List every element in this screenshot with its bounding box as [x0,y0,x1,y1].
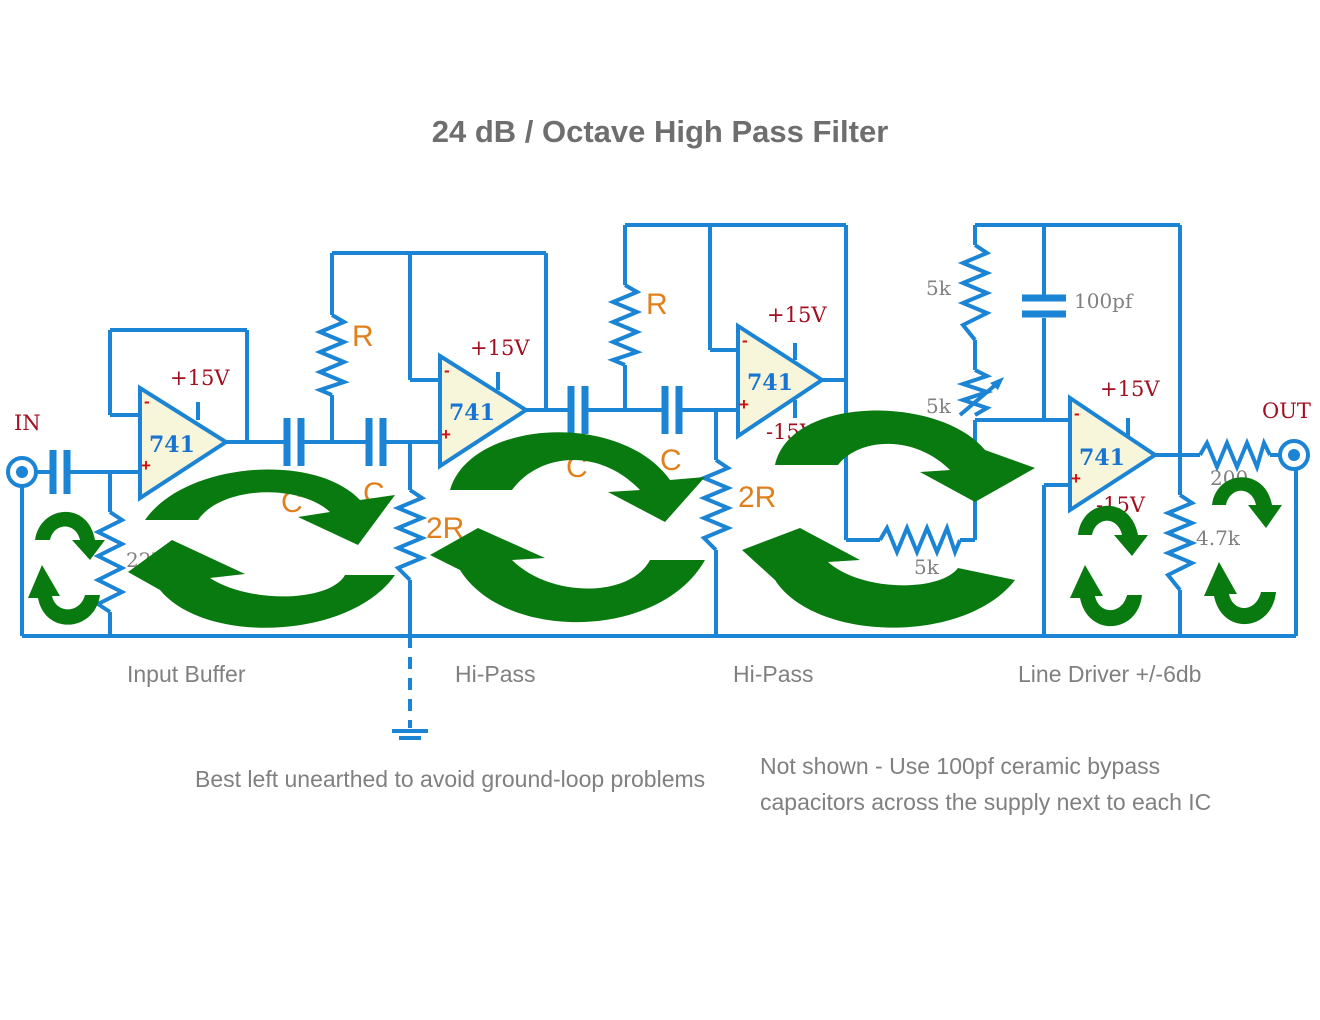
capacitor-c3 [567,386,589,434]
refresh-arrow-icon [35,511,105,560]
svg-text:-: - [742,331,748,350]
capacitor-c1 [283,418,305,466]
refresh-arrow-icon [450,432,705,522]
output-jack [1278,439,1310,471]
diagram-title: 24 dB / Octave High Pass Filter [432,114,889,149]
capacitor-c4 [661,386,683,434]
arrow-pair-small-driver [1070,505,1148,627]
resistor-r1-label: R [352,320,374,353]
section-line-driver: Line Driver +/-6db [1018,661,1201,687]
resistor-2r1 [392,488,428,582]
bypass-note-line2: capacitors across the supply next to eac… [760,789,1211,815]
arrow-pair-small-input [28,511,105,625]
opamp-input-buffer: 741 - + +15V [138,366,230,502]
svg-text:-: - [444,361,450,380]
supply-label: +15V [470,336,530,360]
resistor-r2-label: R [646,288,668,321]
refresh-arrow-icon [1212,477,1282,528]
opamp-label: 741 [747,370,793,396]
opamp-line-driver: 741 - + +15V -15V [1068,377,1160,517]
refresh-arrow-icon [1070,565,1142,627]
opamp-hipass-2: 741 - + +15V -15V [736,303,827,444]
pot-5k-label: 5k [926,394,952,418]
resistor-22k-input [93,510,127,614]
circuit-wiring [20,223,1298,740]
opamp-label: 741 [1079,445,1125,471]
svg-text:-: - [1074,404,1080,423]
resistor-2r2 [698,458,734,552]
resistor-4k7-label: 4.7k [1196,526,1241,550]
opamp-hipass-1: 741 - + +15V [438,336,530,470]
ground-note: Best left unearthed to avoid ground-loop… [195,766,705,792]
refresh-arrow-icon [742,528,1015,628]
capacitor-100pf-label: 100pf [1074,289,1134,313]
resistor-5k-series-label: 5k [914,555,940,579]
svg-text:-: - [144,392,150,411]
potentiometer-5k [956,368,1004,417]
resistor-4k7 [1162,493,1198,592]
refresh-arrow-icon [145,469,395,545]
supply-label: +15V [767,303,827,327]
svg-text:+: + [441,425,451,444]
refresh-arrow-icon [1204,562,1276,625]
input-jack [6,456,38,488]
refresh-arrow-icon [128,540,395,628]
capacitor-c2 [365,418,387,466]
svg-text:+: + [141,456,151,475]
refresh-arrow-icon [430,528,705,623]
supply-label: +15V [1100,377,1160,401]
bypass-note-line1: Not shown - Use 100pf ceramic bypass [760,753,1160,779]
output-label: OUT [1262,399,1311,423]
capacitor-100pf [1022,294,1066,318]
arrow-pair-small-output [1204,477,1282,625]
svg-text:+: + [739,395,749,414]
capacitor-input [49,450,71,494]
opamp-label: 741 [449,400,495,426]
arrow-pair-3 [742,410,1035,628]
section-hipass-2: Hi-Pass [733,661,814,687]
arrow-pair-2 [430,432,705,623]
section-input-buffer: Input Buffer [127,661,246,687]
refresh-arrow-icon [775,410,1035,502]
resistor-r2 [607,283,643,367]
resistor-200 [1198,437,1272,473]
circular-arrows-overlay [28,410,1282,628]
resistor-2r2-label: 2R [738,481,776,514]
section-hipass-1: Hi-Pass [455,661,536,687]
input-label: IN [14,411,41,435]
resistor-r1 [314,313,350,397]
resistor-5k-fixed [957,243,993,342]
supply-label: +15V [170,366,230,390]
arrow-pair-1 [128,469,395,628]
resistor-5k-series [878,522,962,558]
opamp-label: 741 [149,432,195,458]
refresh-arrow-icon [28,565,100,625]
svg-text:+: + [1071,469,1081,488]
resistor-5k-label: 5k [926,276,952,300]
capacitor-c4-label: C [660,444,682,477]
refresh-arrow-icon [1078,505,1148,556]
